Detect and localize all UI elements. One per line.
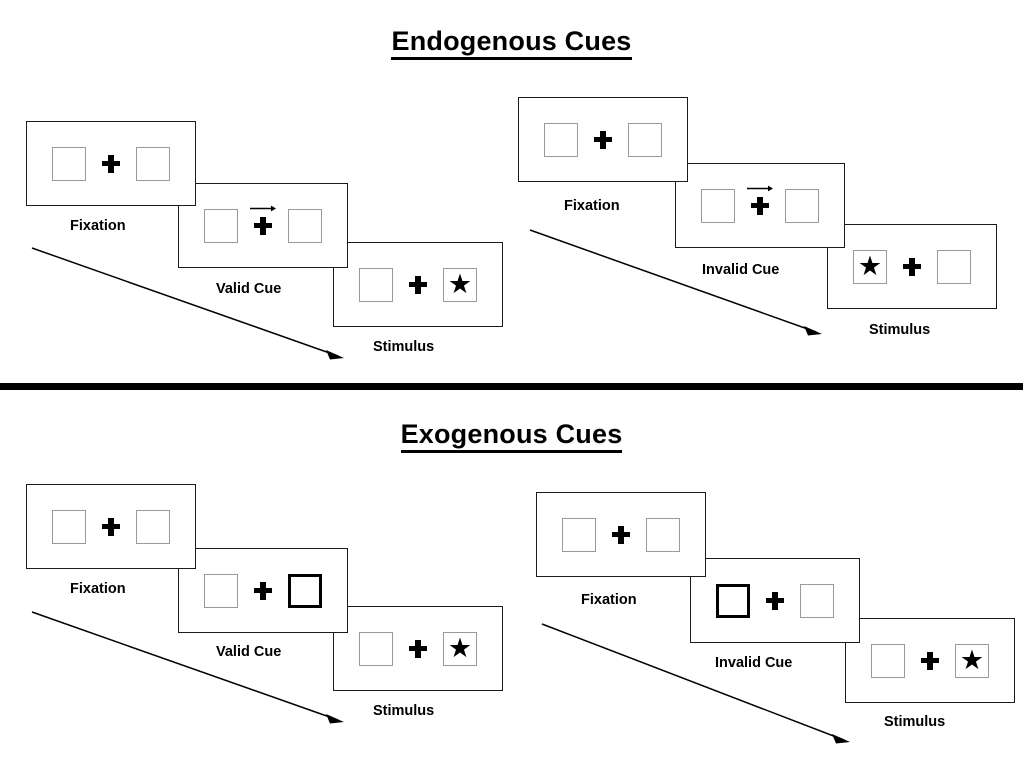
fixation-cross-icon <box>594 130 612 149</box>
section-title-endogenous-text: Endogenous Cues <box>391 26 632 60</box>
left-box <box>562 517 596 552</box>
right-box <box>628 122 662 157</box>
star-stimulus-icon: ★ <box>447 632 473 663</box>
trial-panel-stimulus: ★ <box>333 242 503 327</box>
fixation-cross-icon <box>747 185 773 215</box>
panel-inner <box>562 517 680 552</box>
stage-caption-fixation: Fixation <box>581 592 637 608</box>
right-box: ★ <box>955 643 989 678</box>
stage-caption-cue: Invalid Cue <box>702 262 780 278</box>
arrow-right-icon <box>747 185 773 191</box>
fixation-cross-icon <box>250 205 276 235</box>
panel-inner <box>52 146 170 181</box>
stage-caption-stimulus: Stimulus <box>373 703 435 719</box>
fixation-cross-icon <box>254 581 272 600</box>
left-box <box>359 267 393 302</box>
stage-caption-cue: Valid Cue <box>216 281 282 297</box>
panel-inner <box>204 205 322 243</box>
fixation-cross-icon <box>102 517 120 536</box>
left-box: ★ <box>853 249 887 284</box>
star-stimulus-icon: ★ <box>857 250 883 281</box>
right-box <box>288 208 322 243</box>
right-box <box>136 509 170 544</box>
right-box <box>646 517 680 552</box>
stage-caption-stimulus: Stimulus <box>884 714 946 730</box>
trial-panel-cue <box>690 558 860 643</box>
panel-inner: ★ <box>871 643 989 678</box>
stage-caption-fixation: Fixation <box>564 198 620 214</box>
left-box-cued <box>716 583 750 618</box>
stage-caption-cue: Valid Cue <box>216 644 282 660</box>
left-box <box>359 631 393 666</box>
left-box <box>544 122 578 157</box>
trial-panel-stimulus: ★ <box>333 606 503 691</box>
panel-inner <box>52 509 170 544</box>
panel-inner <box>544 122 662 157</box>
trial-panel-cue <box>178 548 348 633</box>
panel-inner <box>716 583 834 618</box>
left-box <box>52 146 86 181</box>
right-box: ★ <box>443 631 477 666</box>
stage-caption-fixation: Fixation <box>70 218 126 234</box>
left-box <box>871 643 905 678</box>
trial-panel-stimulus: ★ <box>845 618 1015 703</box>
panel-inner: ★ <box>359 267 477 302</box>
panel-inner: ★ <box>359 631 477 666</box>
stage-caption-cue: Invalid Cue <box>715 655 793 671</box>
left-box <box>701 188 735 223</box>
panel-inner <box>204 573 322 608</box>
trial-panel-fixation <box>26 121 196 206</box>
right-box <box>800 583 834 618</box>
section-divider <box>0 383 1023 390</box>
right-box: ★ <box>443 267 477 302</box>
right-box <box>136 146 170 181</box>
panel-inner <box>701 185 819 223</box>
fixation-cross-icon <box>409 639 427 658</box>
trial-panel-cue <box>675 163 845 248</box>
stage-caption-stimulus: Stimulus <box>869 322 931 338</box>
stage-caption-fixation: Fixation <box>70 581 126 597</box>
section-title-endogenous: Endogenous Cues <box>0 26 1023 60</box>
fixation-cross-icon <box>921 651 939 670</box>
arrow-right-icon <box>250 205 276 211</box>
fixation-cross-icon <box>409 275 427 294</box>
trial-panel-stimulus: ★ <box>827 224 997 309</box>
left-box <box>52 509 86 544</box>
star-stimulus-icon: ★ <box>447 268 473 299</box>
fixation-cross-icon <box>612 525 630 544</box>
trial-panel-fixation <box>518 97 688 182</box>
stage-caption-stimulus: Stimulus <box>373 339 435 355</box>
fixation-cross-icon <box>766 591 784 610</box>
right-box <box>785 188 819 223</box>
section-title-exogenous: Exogenous Cues <box>0 419 1023 453</box>
left-box <box>204 208 238 243</box>
section-title-exogenous-text: Exogenous Cues <box>400 419 623 453</box>
fixation-cross-icon <box>903 257 921 276</box>
right-box-cued <box>288 573 322 608</box>
fixation-cross-icon <box>102 154 120 173</box>
star-stimulus-icon: ★ <box>959 644 985 675</box>
right-box <box>937 249 971 284</box>
panel-inner: ★ <box>853 249 971 284</box>
trial-panel-fixation <box>26 484 196 569</box>
left-box <box>204 573 238 608</box>
trial-panel-fixation <box>536 492 706 577</box>
trial-panel-cue <box>178 183 348 268</box>
